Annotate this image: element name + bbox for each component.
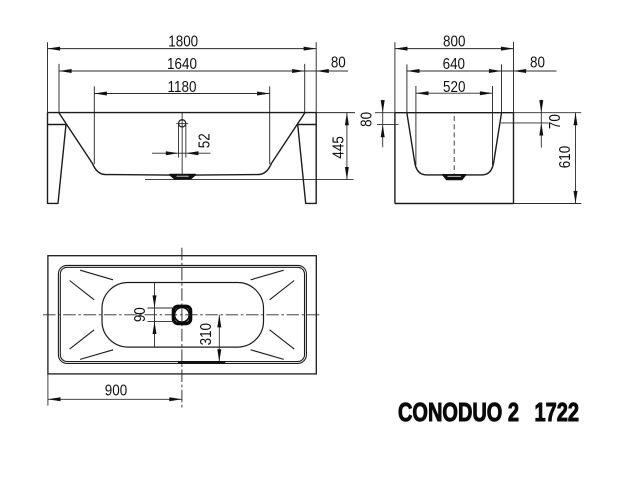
- svg-text:80: 80: [331, 55, 346, 72]
- svg-text:800: 800: [443, 33, 465, 50]
- svg-text:1800: 1800: [168, 33, 198, 50]
- svg-text:CONODUO 2 1722: CONODUO 2 1722: [398, 399, 579, 427]
- svg-text:80: 80: [359, 112, 376, 127]
- svg-text:52: 52: [197, 133, 214, 148]
- svg-text:640: 640: [443, 56, 465, 73]
- svg-text:1180: 1180: [168, 79, 197, 96]
- svg-text:445: 445: [331, 136, 348, 158]
- svg-text:900: 900: [105, 382, 127, 399]
- svg-text:70: 70: [547, 114, 564, 129]
- svg-text:90: 90: [132, 307, 149, 322]
- svg-text:520: 520: [443, 79, 465, 96]
- svg-text:310: 310: [198, 323, 215, 345]
- svg-text:1640: 1640: [167, 56, 197, 73]
- svg-text:80: 80: [530, 55, 545, 72]
- svg-text:610: 610: [557, 146, 574, 168]
